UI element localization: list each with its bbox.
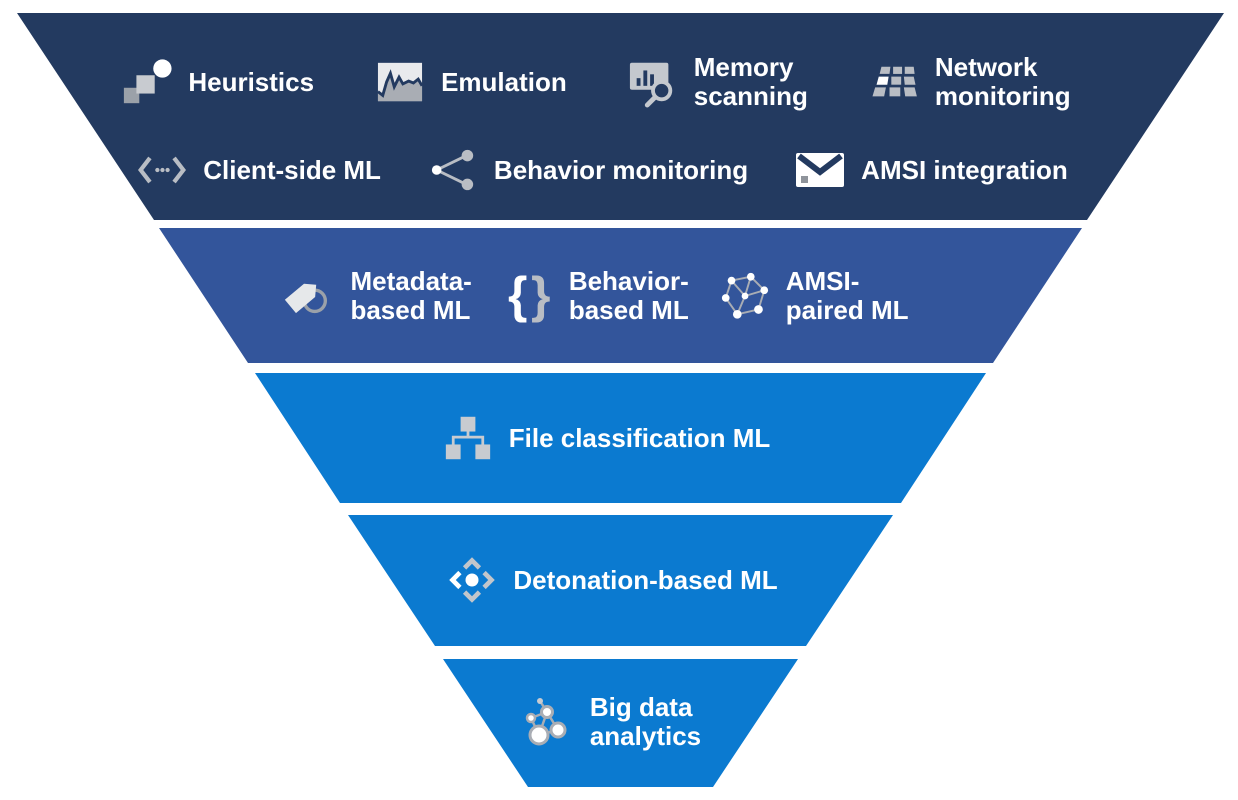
amsi-paired-ml-label: AMSI-paired ML (785, 266, 909, 325)
file-classification-ml-label: File classification ML (508, 422, 771, 453)
file-classification-ml-icon (440, 412, 496, 464)
behavior-monitoring-label: Behavior monitoring (493, 154, 749, 185)
amsi-integration-item: AMSI integration (792, 152, 1068, 188)
big-data-analytics-icon (521, 696, 577, 748)
band-2-shape (159, 228, 1082, 363)
svg-text:}: } (531, 267, 550, 323)
band-1-shape (17, 13, 1224, 220)
emulation-icon (372, 60, 428, 104)
metadata-based-ml-item: Metadata-based ML (281, 266, 472, 325)
amsi-paired-ml-item: AMSI-paired ML (717, 267, 909, 325)
amsi-integration-label: AMSI integration (861, 154, 1068, 185)
file-classification-ml-item: File classification ML (440, 412, 771, 464)
amsi-integration-icon (792, 152, 848, 188)
svg-text:{: { (508, 267, 527, 323)
band-5-shape (443, 659, 798, 787)
detonation-based-ml-item: Detonation-based ML (444, 554, 778, 606)
detonation-based-ml-icon (444, 554, 500, 606)
amsi-paired-ml-icon (717, 271, 773, 321)
behavior-based-ml-label: Behavior-based ML (568, 266, 689, 325)
network-monitoring-icon (866, 61, 922, 103)
band-2-row: Metadata-based ML { } Behavior-based ML (0, 252, 1214, 340)
band-4-row: Detonation-based ML (0, 536, 1230, 624)
emulation-label: Emulation (441, 66, 567, 97)
memory-scanning-icon (625, 56, 681, 108)
client-side-ml-item: Client-side ML (134, 153, 381, 187)
behavior-monitoring-icon (425, 148, 481, 192)
behavior-based-ml-item: { } Behavior-based ML (500, 265, 689, 327)
band-3-row: File classification ML (0, 394, 1224, 482)
emulation-item: Emulation (372, 60, 567, 104)
band-1-row-1: Heuristics Emulation (0, 38, 1214, 126)
metadata-based-ml-icon (281, 270, 337, 322)
detonation-based-ml-label: Detonation-based ML (513, 564, 778, 595)
client-side-ml-icon (134, 153, 190, 187)
behavior-monitoring-item: Behavior monitoring (425, 148, 748, 192)
behavior-based-ml-icon: { } (500, 265, 556, 327)
band-3-shape (255, 373, 986, 503)
heuristics-icon (119, 56, 175, 108)
band-4-shape (348, 515, 893, 646)
heuristics-label: Heuristics (188, 66, 315, 97)
band-1-row-2: Client-side ML Behavior monitoring (0, 126, 1220, 214)
metadata-based-ml-label: Metadata-based ML (350, 266, 472, 325)
client-side-ml-label: Client-side ML (203, 154, 381, 185)
heuristics-item: Heuristics (119, 56, 314, 108)
